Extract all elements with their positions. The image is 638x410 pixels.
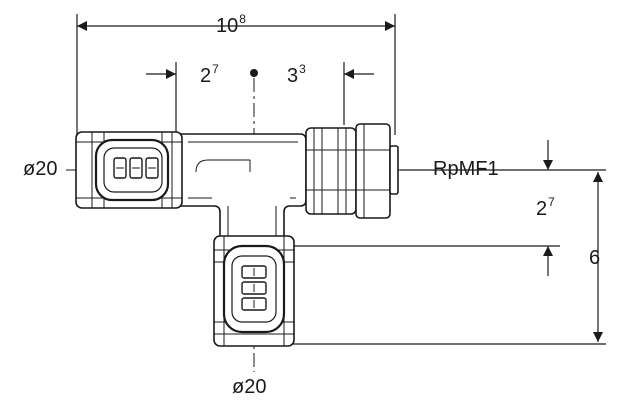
vertical-upper-label: 27: [536, 195, 555, 220]
centerline-origin-dot: [250, 69, 258, 77]
bottom-diameter-label: ø20: [232, 376, 267, 398]
left-diameter-label: ø20: [23, 158, 58, 180]
left-offset-label: 27: [200, 62, 219, 87]
left-press-sleeve: [75, 131, 183, 209]
right-offset-label: 33: [287, 62, 306, 87]
threaded-connector: [305, 123, 399, 219]
thread-label: RpMF1: [433, 158, 499, 180]
tee-body: [179, 133, 307, 241]
offset-dimension-lines: [146, 62, 374, 135]
overall-length-label: 108: [216, 12, 246, 37]
vertical-dimension-lines: [285, 140, 606, 345]
bottom-press-sleeve: [213, 235, 295, 347]
overall-dimension-line: [76, 14, 396, 135]
vertical-total-label: 6: [589, 247, 601, 269]
